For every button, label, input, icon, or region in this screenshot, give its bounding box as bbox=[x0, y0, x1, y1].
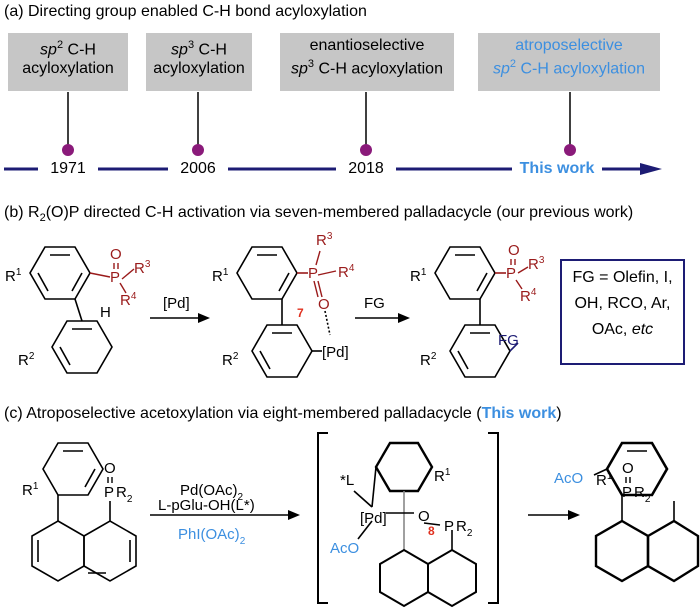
svg-text:R2: R2 bbox=[420, 351, 437, 369]
svg-text:R4: R4 bbox=[120, 291, 137, 309]
scheme-b-graphic: H R1 R2 P O R3 R4 [Pd] R1 R2 P R3 R4 O [… bbox=[5, 231, 545, 378]
svg-text:O: O bbox=[418, 508, 430, 525]
reagent-pd-oac2: Pd(OAc)2 bbox=[180, 482, 244, 503]
svg-text:R1: R1 bbox=[22, 481, 39, 499]
scheme-c-graphic: R1 P O R2 Pd(OAc)2 L-pGlu-OH(L*) PhI(OAc… bbox=[22, 432, 700, 608]
bracket-left bbox=[317, 432, 328, 604]
year-2006: 2006 bbox=[168, 160, 228, 178]
arrow2-label: FG bbox=[364, 295, 385, 312]
fg-scope-box: FG = Olefin, I, OH, RCO, Ar, OAc, etc bbox=[560, 259, 685, 365]
svg-text:O: O bbox=[318, 296, 330, 313]
svg-text:P: P bbox=[506, 265, 516, 282]
year-1971: 1971 bbox=[38, 160, 98, 178]
eight-membered-palladacycle-structure bbox=[353, 441, 477, 608]
svg-text:O: O bbox=[110, 246, 122, 263]
svg-text:R2: R2 bbox=[222, 351, 239, 369]
svg-text:*L: *L bbox=[340, 472, 354, 489]
section-b-heading: (b) R2(O)P directed C-H activation via s… bbox=[4, 204, 634, 225]
svg-text:O: O bbox=[622, 460, 634, 477]
reagent-ligand: L-pGlu-OH(L*) bbox=[158, 497, 255, 514]
timeline-dot-1 bbox=[62, 144, 74, 156]
bracket-right bbox=[488, 432, 499, 604]
timeline-box-3: enantioselective sp3 C-H acyloxylation bbox=[280, 33, 454, 91]
timeline-dot-4 bbox=[564, 144, 576, 156]
timeline-box-2: sp3 C-H acyloxylation bbox=[146, 33, 252, 91]
svg-text:O: O bbox=[508, 242, 520, 259]
svg-text:AcO: AcO bbox=[330, 540, 359, 557]
svg-text:FG: FG bbox=[498, 332, 519, 349]
biaryl-phosphine-oxide-structure bbox=[29, 246, 113, 374]
svg-text:P: P bbox=[622, 484, 632, 501]
timeline-dot-2 bbox=[192, 144, 204, 156]
svg-text:[Pd]: [Pd] bbox=[322, 344, 349, 361]
ring-size-7: 7 bbox=[297, 306, 304, 320]
svg-text:R2: R2 bbox=[18, 351, 35, 369]
svg-text:P: P bbox=[308, 265, 318, 282]
svg-text:R3: R3 bbox=[528, 255, 545, 273]
svg-text:R1: R1 bbox=[410, 267, 427, 285]
svg-text:R4: R4 bbox=[338, 263, 355, 281]
svg-text:H: H bbox=[100, 304, 111, 321]
svg-text:P: P bbox=[110, 269, 120, 286]
reagent-oxidant: PhI(OAc)2 bbox=[178, 526, 246, 547]
svg-text:P: P bbox=[104, 484, 114, 501]
acetoxylated-product-structure bbox=[593, 441, 700, 583]
section-c-heading: (c) Atroposelective acetoxylation via ei… bbox=[4, 405, 562, 422]
svg-text:O: O bbox=[104, 460, 116, 477]
svg-text:R1: R1 bbox=[212, 267, 229, 285]
svg-text:R3: R3 bbox=[316, 231, 333, 249]
arrow1-label: [Pd] bbox=[163, 295, 190, 312]
svg-text:R1: R1 bbox=[596, 471, 613, 489]
svg-text:[Pd]: [Pd] bbox=[360, 510, 387, 527]
svg-text:R2: R2 bbox=[634, 484, 651, 505]
timeline-dot-3 bbox=[360, 144, 372, 156]
ring-size-8: 8 bbox=[428, 524, 435, 538]
seven-membered-palladacycle-structure bbox=[236, 246, 331, 378]
year-this-work: This work bbox=[512, 160, 602, 178]
timeline-arrowhead bbox=[640, 163, 662, 175]
naphthyl-phosphine-oxide-structure bbox=[31, 442, 137, 582]
svg-text:R4: R4 bbox=[520, 287, 537, 305]
svg-text:R1: R1 bbox=[434, 467, 451, 485]
svg-text:R3: R3 bbox=[134, 259, 151, 277]
svg-text:R2: R2 bbox=[116, 484, 133, 505]
section-a-heading: (a) Directing group enabled C-H bond acy… bbox=[4, 3, 367, 20]
svg-text:R2: R2 bbox=[456, 518, 473, 539]
svg-text:P: P bbox=[444, 518, 454, 535]
timeline-box-1: sp2 C-H acyloxylation bbox=[8, 33, 128, 91]
svg-text:AcO: AcO bbox=[554, 470, 583, 487]
functionalized-biaryl-structure bbox=[434, 246, 519, 378]
timeline-box-4: atroposelective sp2 C-H acyloxylation bbox=[478, 33, 660, 91]
year-2018: 2018 bbox=[336, 160, 396, 178]
svg-text:R1: R1 bbox=[5, 267, 22, 285]
